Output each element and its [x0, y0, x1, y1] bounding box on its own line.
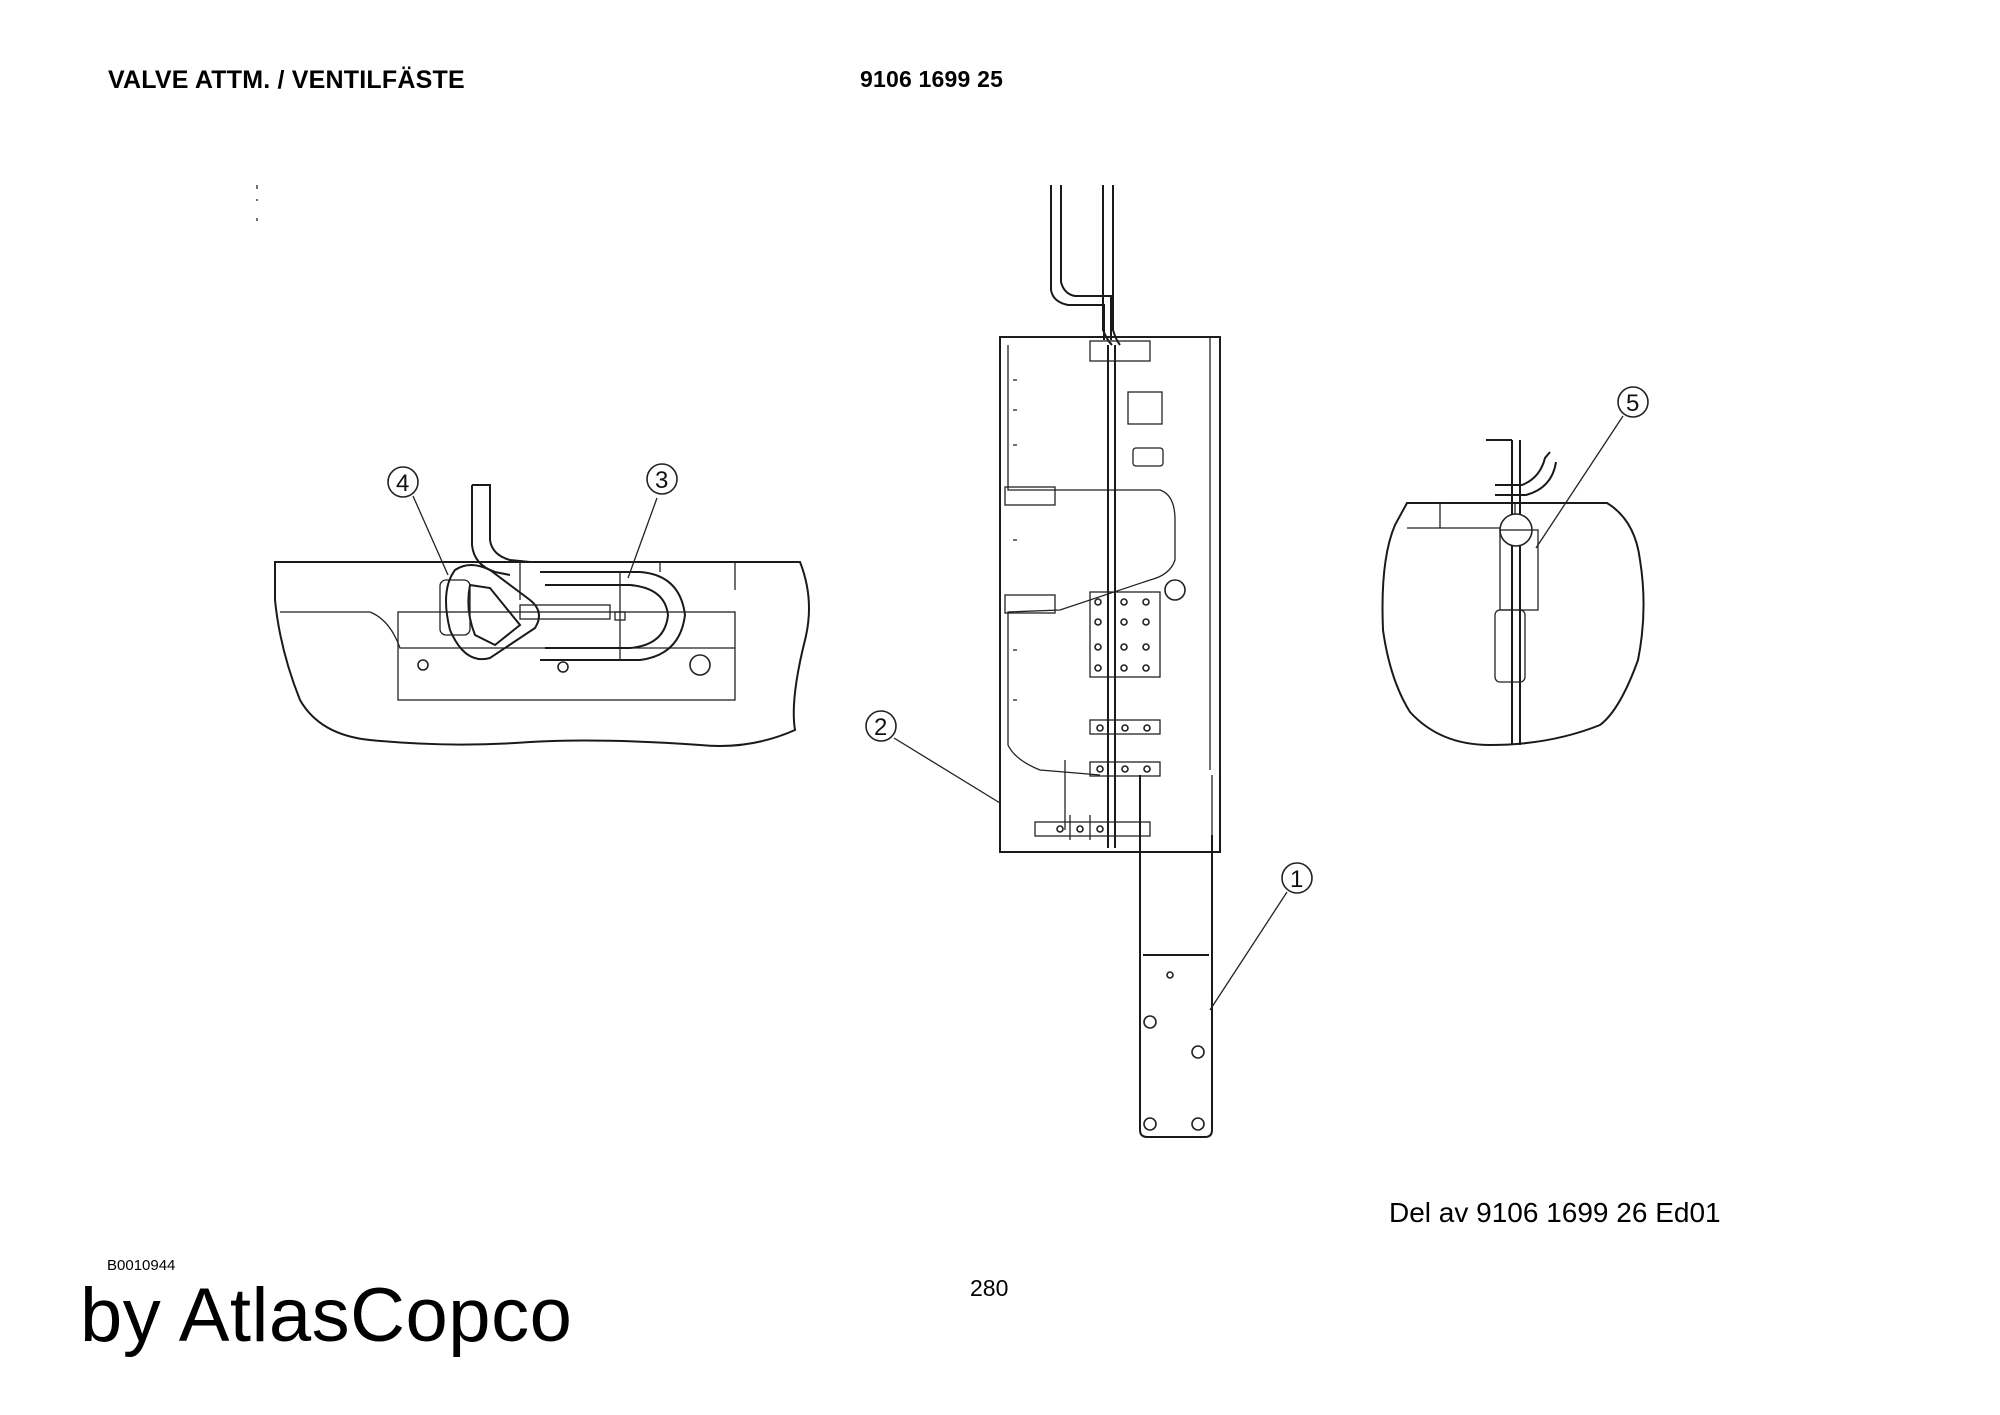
drawing-title: VALVE ATTM. / VENTILFÄSTE — [108, 66, 465, 94]
callout-5: 5 — [1617, 386, 1649, 418]
callout-2-label: 2 — [874, 714, 887, 741]
callout-4: 4 — [387, 466, 419, 498]
leader-lines — [412, 415, 1624, 1011]
callout-1-label: 1 — [1290, 866, 1303, 893]
callout-3: 3 — [646, 463, 678, 495]
document-id: B0010944 — [107, 1257, 176, 1274]
callout-2: 2 — [865, 710, 897, 742]
page-number: 280 — [970, 1275, 1009, 1301]
main-view-center — [999, 185, 1221, 1138]
callout-4-label: 4 — [396, 470, 409, 497]
reference-note: Del av 9106 1699 26 Ed01 — [1389, 1197, 1721, 1228]
bolt-pattern — [1094, 598, 1151, 773]
detail-view-left — [274, 484, 810, 747]
brand-watermark: by AtlasCopco — [80, 1273, 573, 1358]
detail-view-right — [1381, 439, 1645, 747]
callout-3-label: 3 — [655, 467, 668, 494]
part-number: 9106 1699 25 — [860, 66, 1004, 92]
callout-5-label: 5 — [1626, 390, 1639, 417]
callout-1: 1 — [1281, 862, 1313, 894]
